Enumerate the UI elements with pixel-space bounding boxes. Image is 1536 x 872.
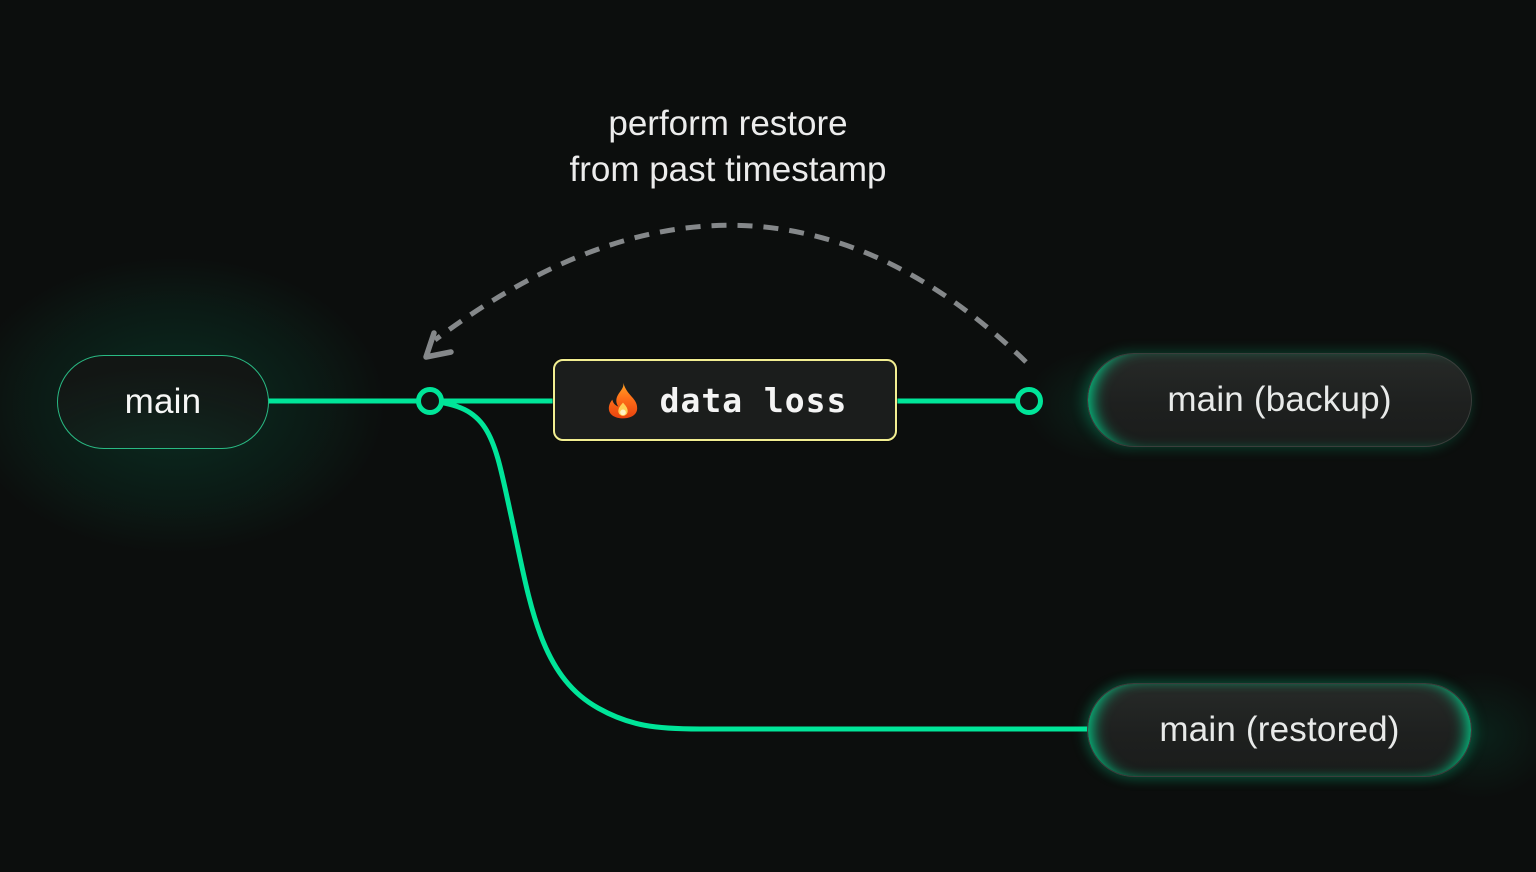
branch-pill-main: main (57, 355, 269, 449)
restored-branch-line (429, 398, 1090, 732)
commit-node-backup-point (1015, 387, 1043, 415)
data-loss-box: data loss (553, 359, 897, 441)
branch-label-restored: main (restored) (1159, 710, 1400, 749)
annotation-line-2: from past timestamp (569, 150, 887, 189)
branch-label-main: main (124, 382, 202, 421)
restore-arc (433, 222, 1028, 364)
fire-icon (608, 381, 637, 419)
annotation-line-1: perform restore (608, 104, 848, 143)
branch-pill-restored: main (restored) (1087, 683, 1472, 777)
branch-pill-backup: main (backup) (1087, 353, 1472, 447)
branch-label-backup: main (backup) (1167, 380, 1392, 419)
restore-arrow-icon (423, 330, 454, 360)
commit-node-branch-point (416, 387, 444, 415)
restore-annotation: perform restore from past timestamp (508, 101, 948, 193)
data-loss-label: data loss (659, 380, 848, 420)
